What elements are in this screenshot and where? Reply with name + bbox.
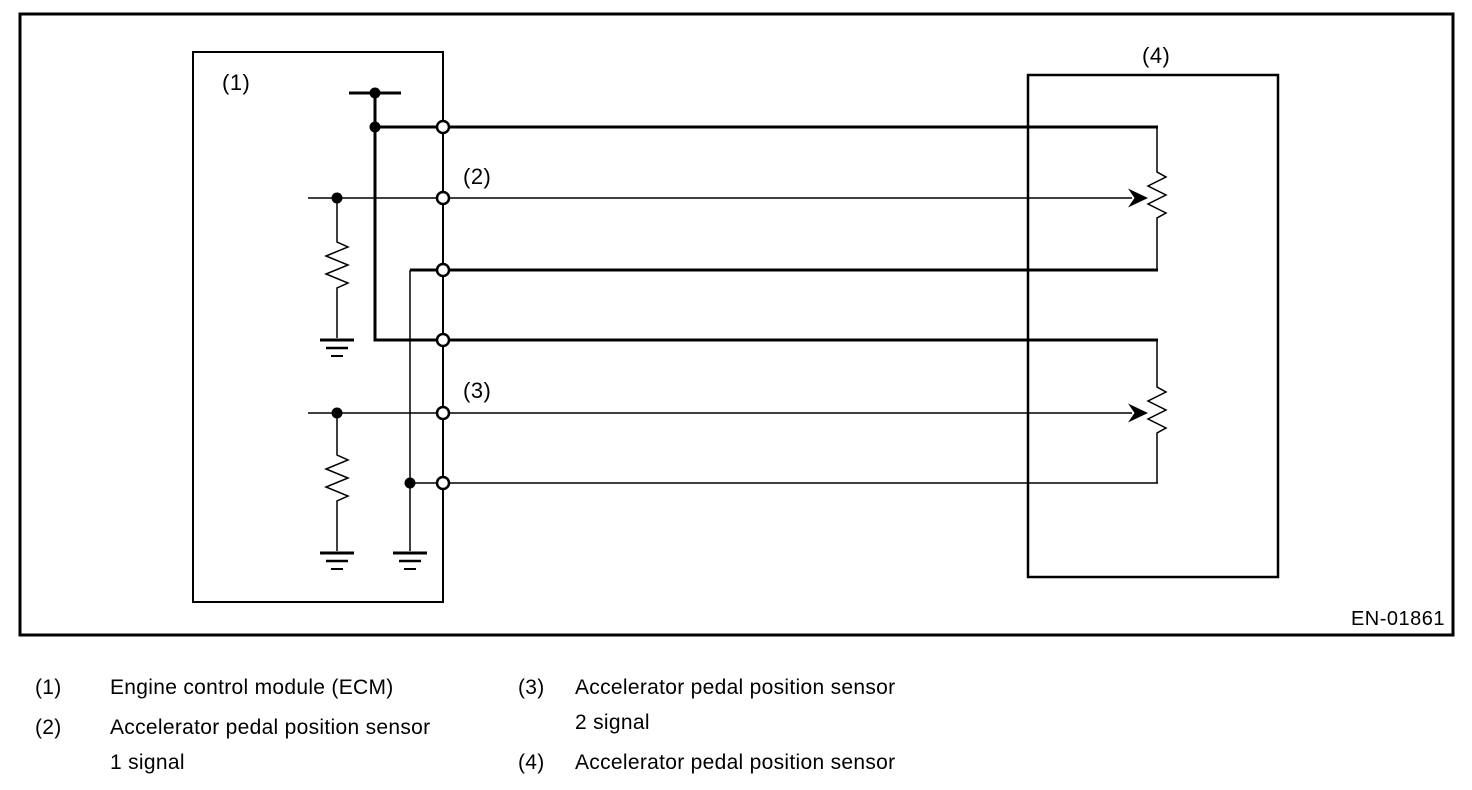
legend-num-3: (3) (518, 676, 545, 699)
ground-symbol-2 (320, 551, 354, 570)
callout-ecm: (1) (220, 70, 253, 95)
legend-item-4: (4) Accelerator pedal position sensor (518, 745, 895, 780)
legend-line: 2 signal (575, 711, 650, 734)
circuit-svg (18, 12, 1455, 637)
legend-line: Accelerator pedal position sensor (110, 716, 431, 739)
legend-text-2: Accelerator pedal position sensor 1 sign… (110, 710, 430, 780)
legend-line: Engine control module (ECM) (110, 676, 394, 699)
ground-symbol-1 (320, 338, 354, 357)
terminal-supply-1 (435, 119, 451, 135)
pulldown-resistor-2 (324, 413, 350, 551)
junction-dots (331, 87, 416, 489)
diagram-frame (18, 12, 1455, 637)
pulldown-resistor-1 (324, 198, 350, 338)
terminal-signal-2 (435, 405, 451, 421)
sensor-box (1026, 73, 1280, 579)
legend-item-3: (3) Accelerator pedal position sensor 2 … (518, 670, 895, 740)
terminal-return-1 (435, 262, 451, 278)
figure-code: EN-01861 (1350, 608, 1445, 630)
callout-signal-2: (3) (461, 378, 494, 403)
legend-text-3: Accelerator pedal position sensor 2 sign… (575, 670, 895, 740)
wiper-arrow-2 (1128, 403, 1148, 423)
legend-item-2: (2) Accelerator pedal position sensor 1 … (35, 710, 430, 780)
legend-num-1: (1) (35, 676, 62, 699)
legend-num-4: (4) (518, 751, 545, 774)
ground-symbol-3 (393, 551, 427, 570)
callout-sensor: (4) (1140, 43, 1173, 68)
legend-line: Accelerator pedal position sensor (575, 676, 896, 699)
legend-column-right: (3) Accelerator pedal position sensor 2 … (518, 670, 895, 785)
legend-line: 1 signal (110, 751, 185, 774)
legend-text-1: Engine control module (ECM) (110, 670, 394, 705)
callout-signal-1: (2) (461, 164, 494, 189)
terminal-return-2 (435, 475, 451, 491)
wiper-arrow-1 (1128, 188, 1148, 208)
ecm-box (192, 51, 444, 603)
terminal-supply-2 (435, 332, 451, 348)
legend-text-4: Accelerator pedal position sensor (575, 745, 895, 780)
supply-trunk-wire (373, 93, 1158, 342)
potentiometer-2 (1146, 340, 1168, 483)
legend-line: Accelerator pedal position sensor (575, 751, 896, 774)
ecm-terminals (435, 119, 451, 491)
legend-item-1: (1) Engine control module (ECM) (35, 670, 430, 705)
legend-column-left: (1) Engine control module (ECM) (2) Acce… (35, 670, 430, 785)
legend-num-2: (2) (35, 716, 62, 739)
potentiometer-1 (1146, 127, 1168, 270)
terminal-signal-1 (435, 190, 451, 206)
